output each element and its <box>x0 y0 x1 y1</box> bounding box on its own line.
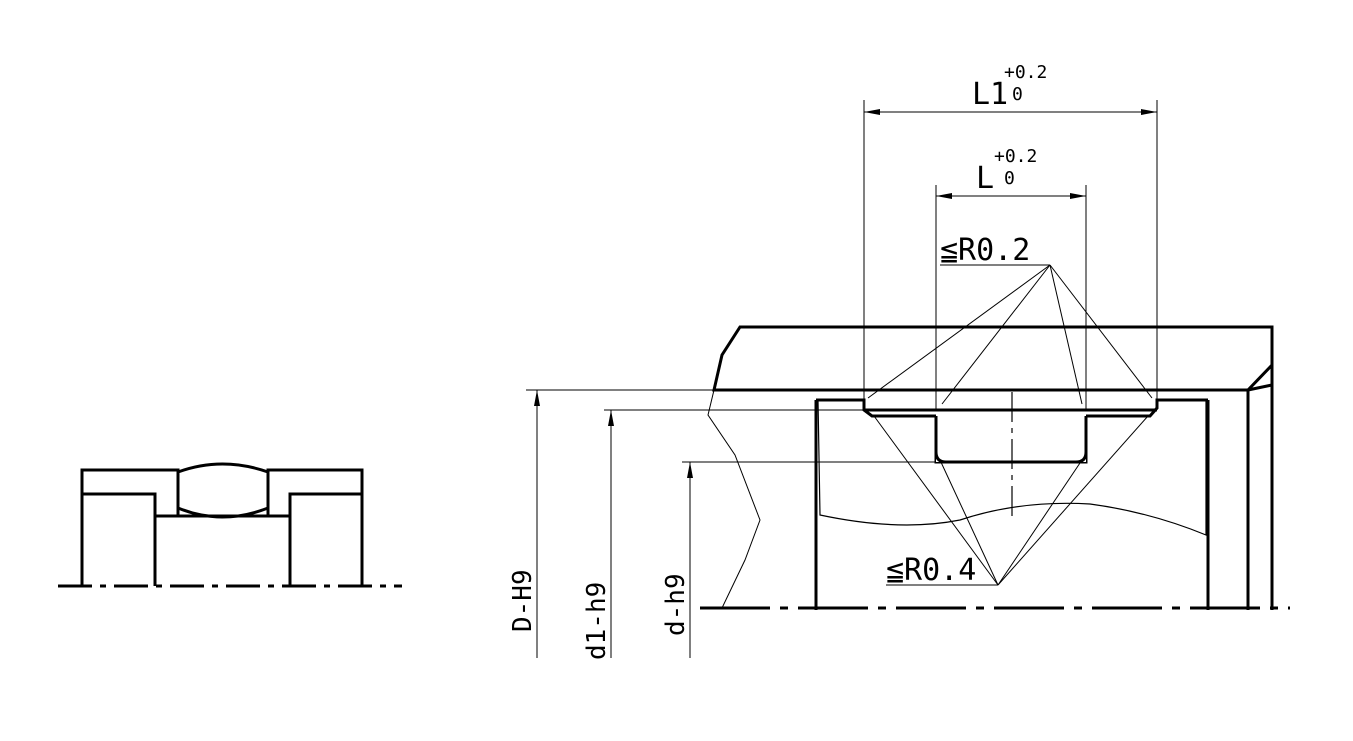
l1-label: L1 <box>972 77 1008 112</box>
housing-section <box>712 325 1274 392</box>
r02-label: ≦R0.2 <box>940 233 1030 268</box>
r04-label: ≦R0.4 <box>886 553 976 588</box>
dimension-d-h9-small: d-h9 <box>661 461 936 658</box>
l1-lower-tol: 0 <box>1012 84 1023 105</box>
l-upper-tol: +0.2 <box>994 146 1037 167</box>
dimension-l: L +0.2 0 <box>935 146 1087 410</box>
dimension-d1-h9: d1-h9 <box>582 409 864 660</box>
d1h9-label: d1-h9 <box>582 582 612 660</box>
dh9-label: D-H9 <box>508 569 538 632</box>
seal-element <box>176 462 270 519</box>
l1-upper-tol: +0.2 <box>1004 62 1047 83</box>
l-lower-tol: 0 <box>1004 168 1015 189</box>
seal-groove <box>936 410 1086 462</box>
small-section-view <box>58 462 402 588</box>
dimension-d-h9: D-H9 <box>508 389 714 658</box>
l-label: L <box>976 161 994 196</box>
dh9-small-label: d-h9 <box>661 573 691 636</box>
main-section-view <box>700 325 1290 610</box>
dimension-l1: L1 +0.2 0 <box>863 62 1158 400</box>
radius-r04-callout: ≦R0.4 <box>873 415 1149 588</box>
radius-r02-callout: ≦R0.2 <box>867 233 1153 405</box>
